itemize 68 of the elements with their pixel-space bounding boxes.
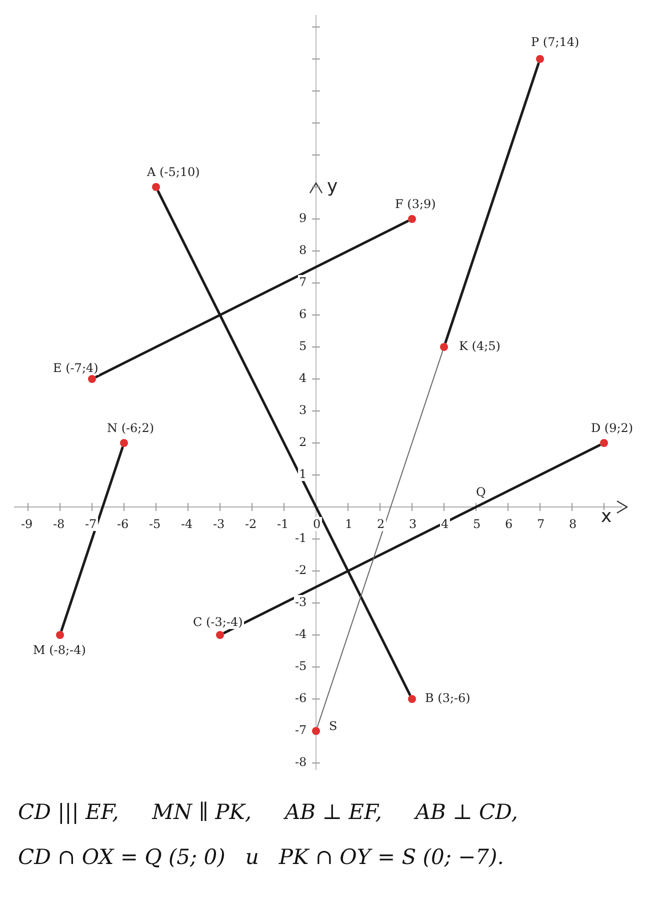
point-marker xyxy=(312,727,320,735)
tick-label: -4 xyxy=(294,627,308,641)
tick-label: 2 xyxy=(298,435,308,449)
axis-label: y xyxy=(326,180,339,194)
tick-label: 4 xyxy=(298,371,308,385)
tick-label: 8 xyxy=(298,243,308,257)
tick-label: -6 xyxy=(116,517,130,531)
point-marker xyxy=(88,375,96,383)
tick-label: 6 xyxy=(298,307,308,321)
line-segment xyxy=(156,190,412,696)
point-label: E (-7;4) xyxy=(52,361,100,375)
tick-label: 7 xyxy=(298,275,308,289)
point-marker xyxy=(56,631,64,639)
point-marker xyxy=(536,55,544,63)
line-segment xyxy=(444,62,540,344)
tick-label: -1 xyxy=(276,517,290,531)
point-marker xyxy=(152,183,160,191)
line-segment xyxy=(95,220,409,378)
tick-label: 0 xyxy=(312,517,322,531)
point-label: Q xyxy=(475,485,487,499)
tick-label: 1 xyxy=(344,517,354,531)
formula: CD ||| EF, MN ∥ PK, AB ⊥ EF, AB ⊥ CD, xyxy=(18,800,518,824)
point-label: B (3;-6) xyxy=(424,691,472,705)
point-label: F (3;9) xyxy=(394,197,437,211)
line-segment xyxy=(316,350,444,728)
tick-label: 2 xyxy=(376,517,386,531)
point-marker xyxy=(216,631,224,639)
point-marker xyxy=(120,439,128,447)
axis-label: x xyxy=(600,510,613,524)
tick-label: -8 xyxy=(294,755,308,769)
tick-label: -3 xyxy=(212,517,226,531)
point-label: K (4;5) xyxy=(458,339,502,353)
point-label: M (-8;-4) xyxy=(32,643,87,657)
point-label: A (-5;10) xyxy=(146,165,201,179)
tick-label: -6 xyxy=(294,691,308,705)
tick-label: 3 xyxy=(298,403,308,417)
point-marker xyxy=(408,215,416,223)
point-label: N (-6;2) xyxy=(106,421,156,435)
tick-label: 3 xyxy=(408,517,418,531)
point-marker xyxy=(600,439,608,447)
tick-label: -4 xyxy=(180,517,194,531)
point-label: P (7;14) xyxy=(530,35,580,49)
tick-label: 6 xyxy=(504,517,514,531)
tick-label: 1 xyxy=(298,467,308,481)
tick-label: 9 xyxy=(298,211,308,225)
tick-label: 8 xyxy=(568,517,578,531)
tick-label: -8 xyxy=(52,517,66,531)
tick-label: -3 xyxy=(294,595,308,609)
line-segment xyxy=(60,446,124,632)
tick-label: -2 xyxy=(294,563,308,577)
tick-label: -2 xyxy=(244,517,258,531)
tick-label: -7 xyxy=(84,517,98,531)
point-label: S xyxy=(328,719,338,733)
tick-label: -7 xyxy=(294,723,308,737)
tick-label: 5 xyxy=(472,517,482,531)
point-label: C (-3;-4) xyxy=(192,615,244,629)
tick-label: -5 xyxy=(148,517,162,531)
point-marker xyxy=(440,343,448,351)
point-marker xyxy=(408,695,416,703)
formula: CD ∩ OX = Q (5; 0) и PK ∩ OY = S (0; −7). xyxy=(18,845,504,869)
tick-label: -1 xyxy=(294,531,308,545)
tick-label: 4 xyxy=(440,517,450,531)
tick-label: 7 xyxy=(536,517,546,531)
tick-label: 5 xyxy=(298,339,308,353)
tick-label: -5 xyxy=(294,659,308,673)
tick-label: -9 xyxy=(20,517,34,531)
line-segment xyxy=(223,444,601,634)
point-label: D (9;2) xyxy=(590,421,634,435)
